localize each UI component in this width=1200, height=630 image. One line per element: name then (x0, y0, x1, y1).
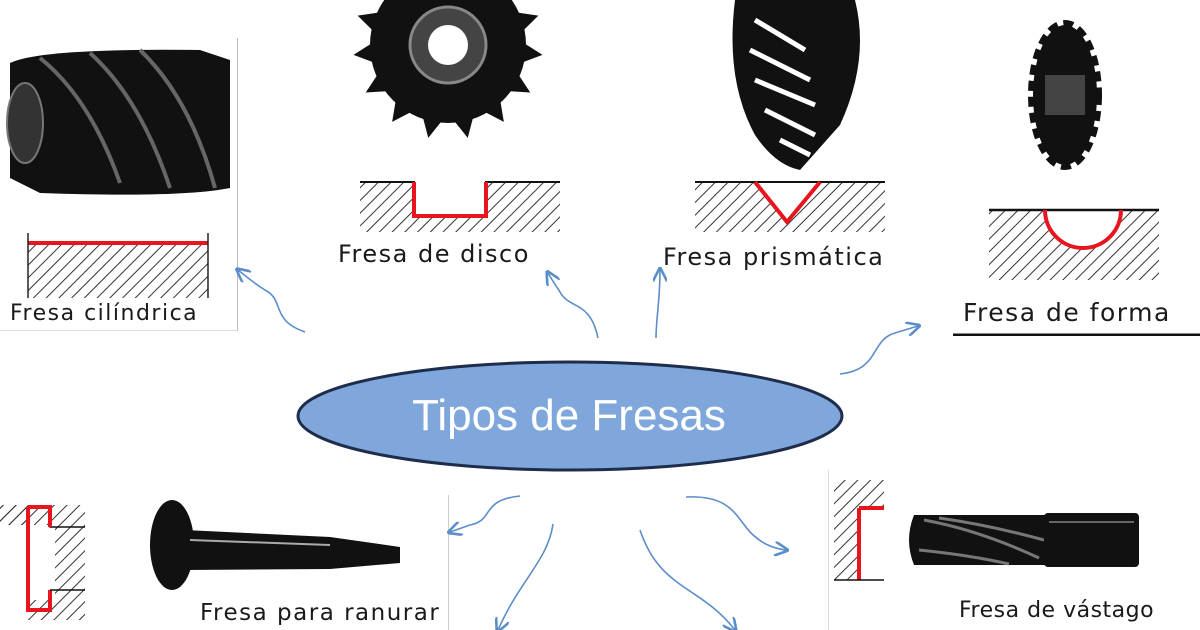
arrow-to-slotting (450, 495, 521, 532)
panel-prismatic-cutter: Fresa prismática (655, 0, 917, 274)
center-ellipse (296, 360, 844, 472)
slotting-cutter-icon (0, 500, 400, 620)
cutter-label-form: Fresa de forma (963, 298, 1171, 327)
panel-slotting-cutter: Fresa para ranurar (0, 495, 449, 630)
panel-shank-cutter: Fresa de vástago (828, 470, 1161, 630)
arrow-down-right (639, 529, 735, 630)
shank-cutter-icon (834, 480, 1139, 581)
arrow-to-prismatic (656, 270, 660, 339)
cutter-label-cylindrical: Fresa cilíndrica (10, 301, 199, 326)
arrow-to-cylindrical (238, 270, 306, 333)
arrow-to-form (839, 326, 918, 375)
disc-cutter-icon (353, 0, 560, 232)
panel-disc-cutter: Fresa de disco (318, 0, 580, 274)
cylindrical-cutter-icon (6, 48, 230, 298)
arrow-down-left (498, 523, 554, 630)
panel-cylindrical-cutter: Fresa cilíndrica (0, 38, 238, 331)
arrow-to-shank (685, 496, 786, 550)
panel-form-cutter: Fresa de forma (953, 20, 1200, 336)
cutter-label-disc: Fresa de disco (338, 240, 530, 268)
prismatic-cutter-icon (695, 0, 885, 232)
cutter-label-prismatic: Fresa prismática (663, 243, 885, 271)
cutter-label-slotting: Fresa para ranurar (200, 600, 441, 626)
cutter-label-shank: Fresa de vástago (959, 598, 1155, 623)
diagram-title: Tipos de Fresas (412, 391, 726, 440)
arrow-to-disc (548, 273, 599, 339)
form-cutter-icon (953, 20, 1200, 336)
